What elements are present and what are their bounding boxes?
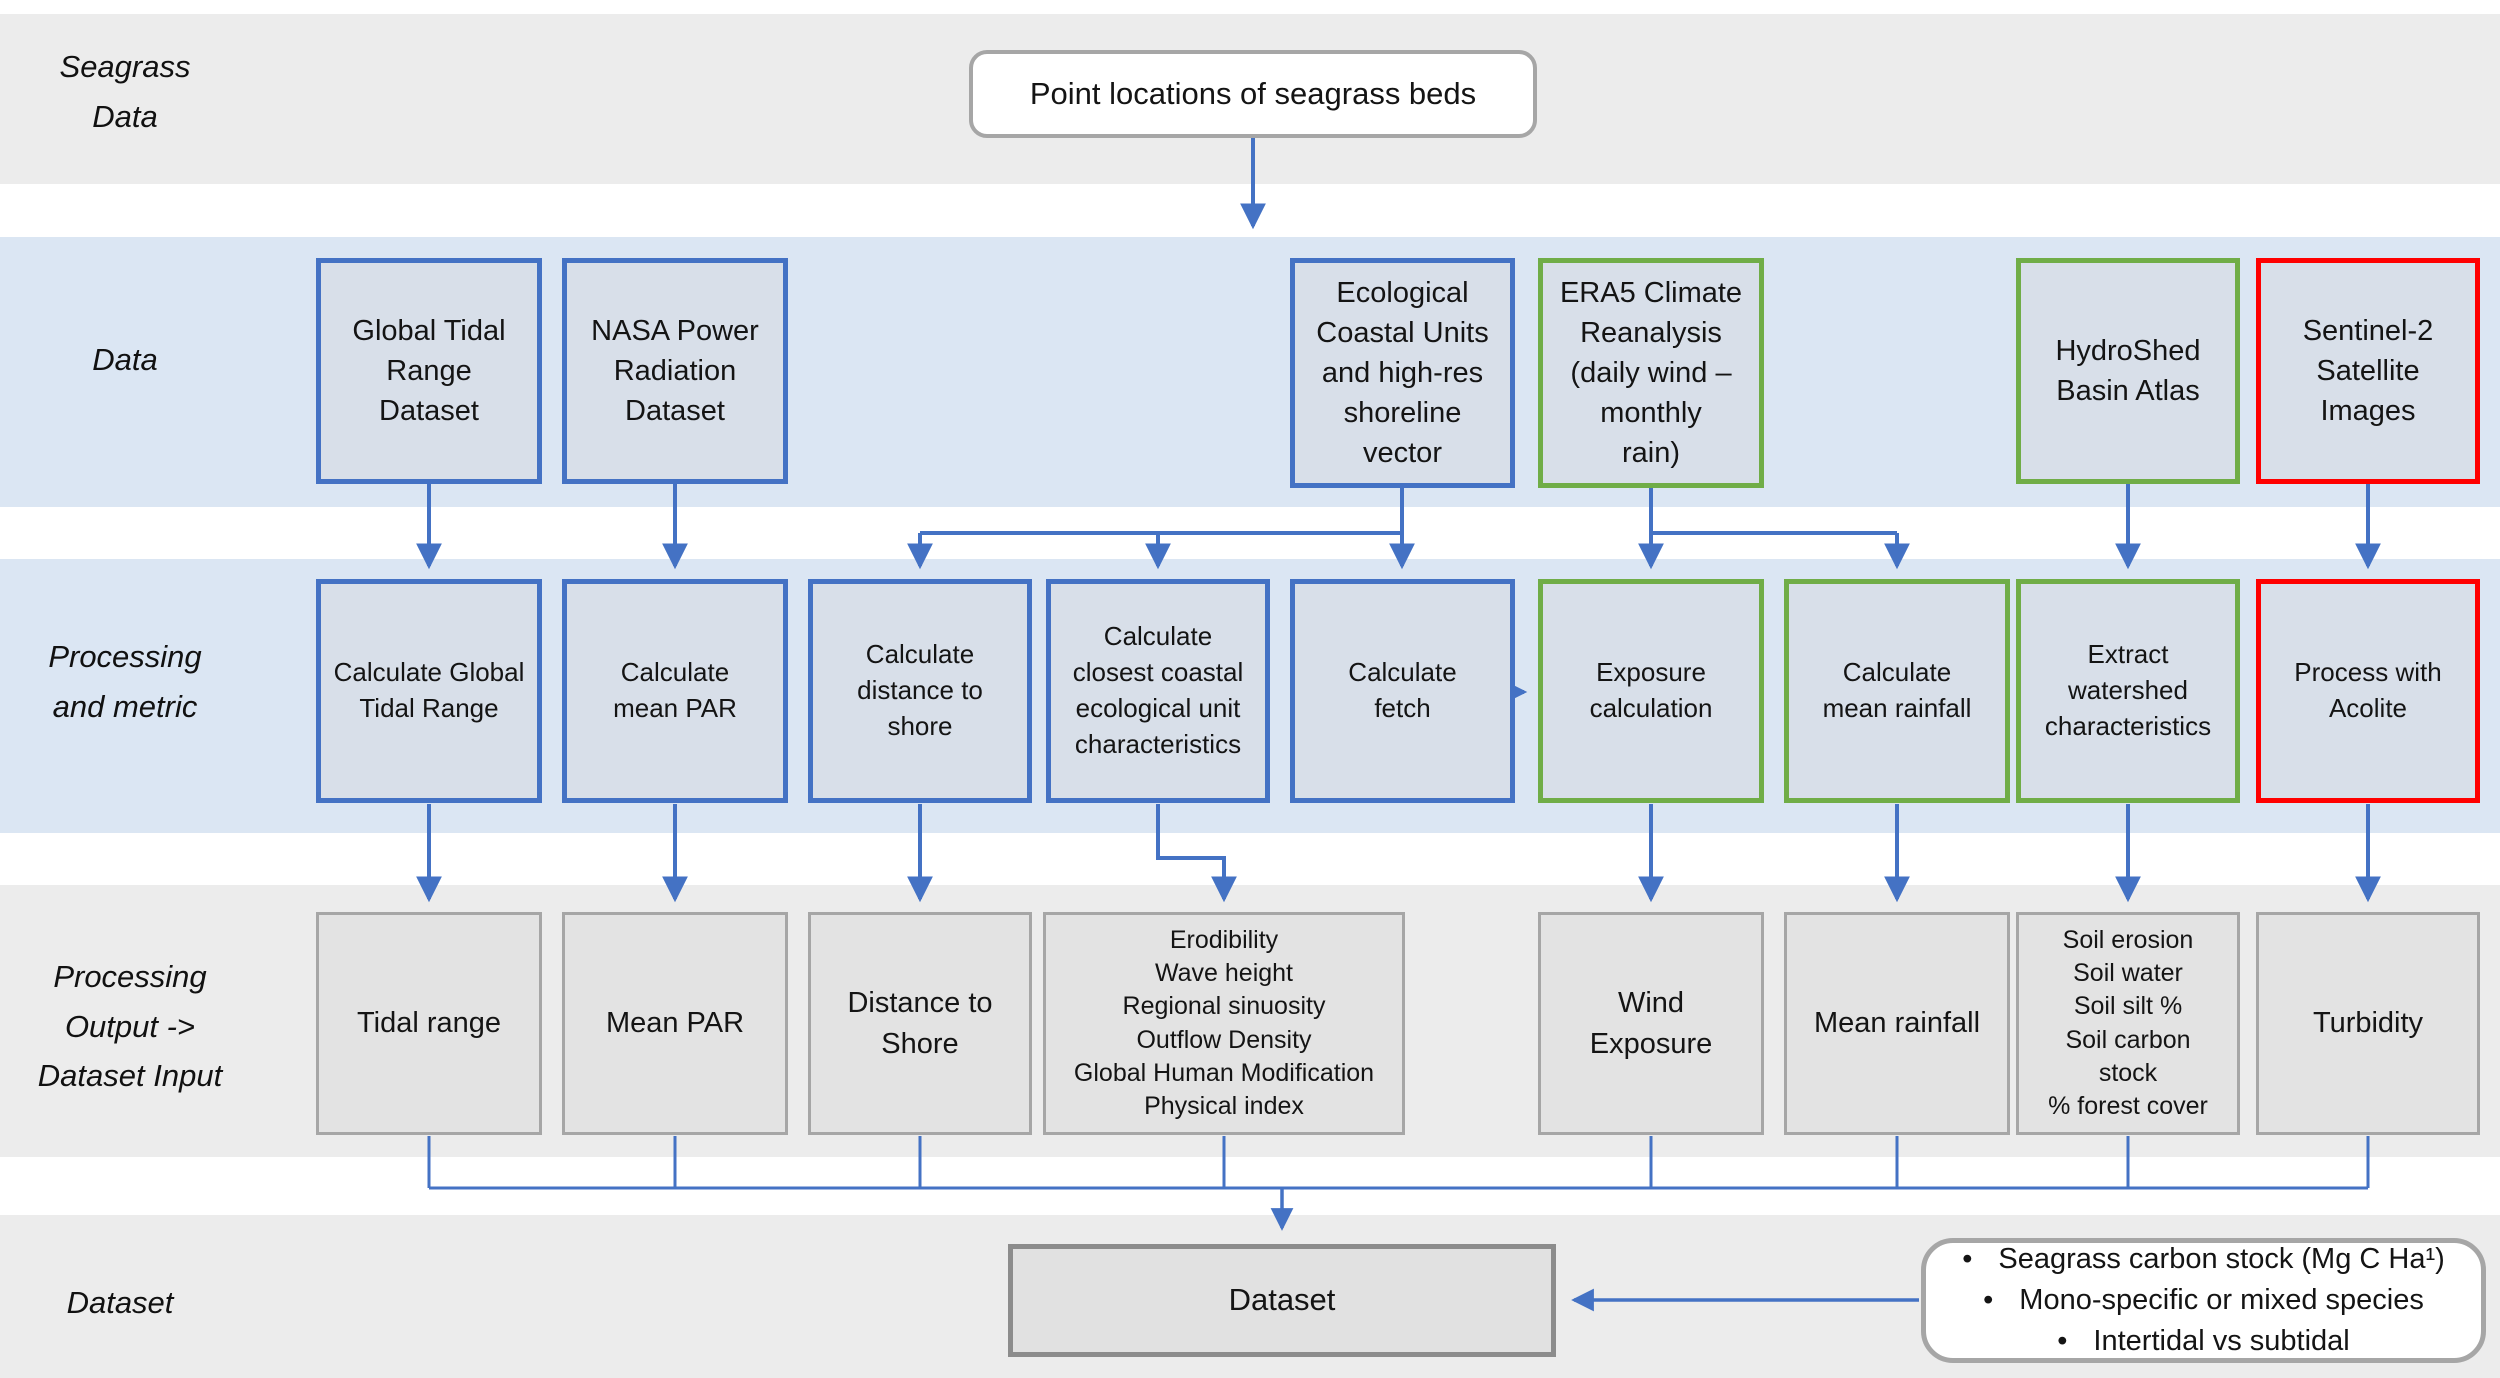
node-out-tidal-range: Tidal range (316, 912, 542, 1135)
node-out-turbidity: Turbidity (2256, 912, 2480, 1135)
node-exposure-calculation: Exposure calculation (1538, 579, 1764, 803)
node-point-locations: Point locations of seagrass beds (969, 50, 1537, 138)
node-global-tidal-dataset: Global Tidal Range Dataset (316, 258, 542, 484)
node-hydroshed-dataset: HydroShed Basin Atlas (2016, 258, 2240, 484)
node-dataset: Dataset (1008, 1244, 1556, 1357)
row-label-processing-output: Processing Output -> Dataset Input (37, 959, 223, 1094)
node-out-distance-to-shore: Distance to Shore (808, 912, 1032, 1135)
node-nasa-power-dataset: NASA Power Radiation Dataset (562, 258, 788, 484)
callout-dataset-attributes: Seagrass carbon stock (Mg C Ha¹) Mono-sp… (1921, 1238, 2486, 1363)
node-calc-fetch: Calculate fetch (1290, 579, 1515, 803)
node-out-mean-rainfall: Mean rainfall (1784, 912, 2010, 1135)
callout-bullet-list: Seagrass carbon stock (Mg C Ha¹) Mono-sp… (1962, 1239, 2445, 1363)
row-label-dataset: Dataset (66, 1285, 174, 1320)
row-label-data: Data (92, 342, 158, 377)
node-calc-ecu-characteristics: Calculate closest coastal ecological uni… (1046, 579, 1270, 803)
node-out-watershed-metrics: Soil erosion Soil water Soil silt % Soil… (2016, 912, 2240, 1135)
node-calc-mean-par: Calculate mean PAR (562, 579, 788, 803)
node-out-mean-par: Mean PAR (562, 912, 788, 1135)
node-out-ecu-metrics: Erodibility Wave height Regional sinuosi… (1043, 912, 1405, 1135)
node-process-with-acolite: Process with Acolite (2256, 579, 2480, 803)
node-extract-watershed: Extract watershed characteristics (2016, 579, 2240, 803)
row-label-seagrass-data: Seagrass Data (59, 49, 191, 134)
node-out-wind-exposure: Wind Exposure (1538, 912, 1764, 1135)
node-calc-distance-to-shore: Calculate distance to shore (808, 579, 1032, 803)
callout-bullet: Seagrass carbon stock (Mg C Ha¹) (1962, 1239, 2444, 1280)
node-era5-dataset: ERA5 Climate Reanalysis (daily wind – mo… (1538, 258, 1764, 488)
node-ecu-shoreline-dataset: Ecological Coastal Units and high-res sh… (1290, 258, 1515, 488)
row-label-processing: Processing and metric (48, 639, 202, 724)
node-sentinel2-dataset: Sentinel-2 Satellite Images (2256, 258, 2480, 484)
node-calc-mean-rainfall: Calculate mean rainfall (1784, 579, 2010, 803)
callout-bullet: Mono-specific or mixed species (1962, 1280, 2445, 1321)
callout-bullet: Intertidal vs subtidal (1962, 1321, 2445, 1362)
node-calc-global-tidal-range: Calculate Global Tidal Range (316, 579, 542, 803)
